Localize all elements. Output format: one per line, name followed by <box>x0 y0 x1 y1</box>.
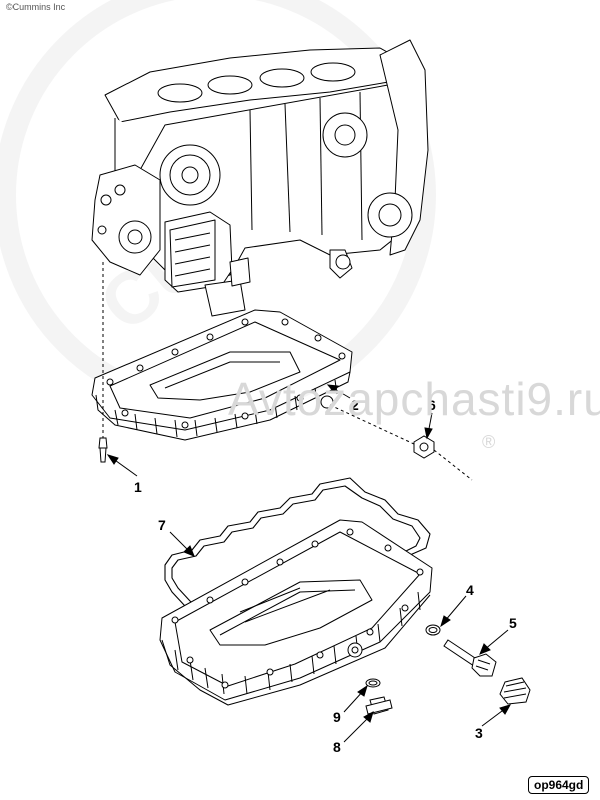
drain-plug-washer <box>365 678 381 688</box>
callout-4: 4 <box>466 582 474 598</box>
callout-1: 1 <box>134 479 142 495</box>
callout-3: 3 <box>475 725 483 741</box>
mounting-bolt <box>98 262 108 463</box>
callout-numbers: 1 2 3 4 5 6 7 8 9 <box>134 397 517 755</box>
drain-plug-nut <box>329 404 473 481</box>
callout-leaders <box>106 384 512 743</box>
callout-2: 2 <box>351 397 359 413</box>
watermark-text: Avtozapchasti9.ru <box>228 373 600 425</box>
lower-oil-pan <box>159 519 433 706</box>
drain-plug <box>365 696 393 715</box>
copyright-text: ©Cummins Inc <box>6 2 66 12</box>
engine-block <box>91 39 429 317</box>
o-ring <box>425 624 441 636</box>
callout-6: 6 <box>428 397 436 413</box>
callout-9: 9 <box>333 709 341 725</box>
oil-filler-plug <box>499 677 531 705</box>
registered-mark: ® <box>482 432 496 452</box>
figure-id-label: op964gd <box>528 776 590 794</box>
upper-oil-pan <box>91 309 353 441</box>
callout-7: 7 <box>158 517 166 533</box>
callout-8: 8 <box>333 739 341 755</box>
oil-level-sensor <box>443 639 497 677</box>
callout-5: 5 <box>509 615 517 631</box>
